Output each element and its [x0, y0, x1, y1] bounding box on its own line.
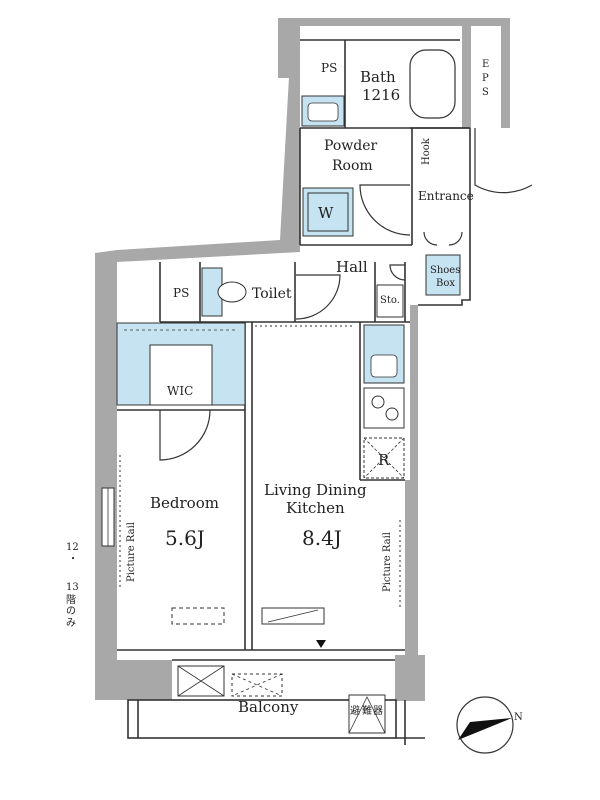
toilet-label: Toilet [252, 286, 292, 302]
eps-label-1: E [482, 59, 489, 70]
balcony-label: Balcony [238, 698, 299, 716]
shoes-box-label-2: Box [436, 278, 455, 289]
compass-north-label: N [514, 712, 523, 723]
sto-label: Sto. [380, 295, 400, 306]
eps-label-2: P [482, 73, 489, 84]
ps-left-label: PS [173, 286, 189, 300]
washer-space [302, 187, 354, 237]
ldk-size: 8.4J [302, 526, 342, 550]
hook-label: Hook [421, 137, 432, 165]
bath-label: Bath [360, 68, 396, 86]
washer-label: W [318, 204, 334, 222]
fixtures [116, 49, 461, 734]
partitions [117, 39, 471, 745]
picture-rail-left: Picture Rail [126, 522, 137, 582]
hall-label: Hall [336, 258, 368, 276]
stove [363, 387, 405, 429]
powder-room-label-2: Room [332, 158, 373, 174]
compass: N [456, 696, 523, 754]
floor-note-6: み [66, 618, 76, 629]
powder-room-label: Powder [324, 138, 378, 154]
ldk-label: Living Dining [264, 481, 367, 499]
north-arrow-icon [458, 718, 512, 740]
ps-top-label: PS [321, 61, 337, 75]
entrance-label: Entrance [418, 189, 474, 203]
floor-note-5: の [66, 606, 76, 617]
ldk-label-2: Kitchen [286, 499, 345, 517]
room-labels: PS Bath 1216 E P S Powder Room Hook Entr… [66, 59, 489, 717]
evac-label-2: 難 [362, 704, 372, 717]
storage-box [376, 284, 404, 318]
bathtub [409, 49, 456, 119]
wic-label: WIC [167, 384, 193, 398]
bath-size-label: 1216 [362, 86, 400, 104]
refrigerator-label: R [378, 451, 390, 469]
bedroom-size: 5.6J [165, 526, 205, 550]
doors [159, 128, 533, 461]
exterior-walls [95, 18, 510, 701]
shoes-box [425, 254, 461, 296]
shoes-box-label: Shoes [430, 265, 460, 276]
eps-label-3: S [482, 87, 489, 98]
floor-note-4: 階 [66, 594, 76, 606]
picture-rail-right: Picture Rail [382, 532, 393, 592]
floor-note-2: ・ [68, 554, 78, 565]
floor-note-1: 12 [66, 542, 79, 553]
bedroom-label: Bedroom [150, 494, 219, 512]
evac-label-3: 器 [373, 705, 383, 717]
evac-label-1: 避 [350, 704, 360, 717]
floor-note-3: 13 [66, 582, 79, 593]
marker-triangle [316, 640, 326, 648]
